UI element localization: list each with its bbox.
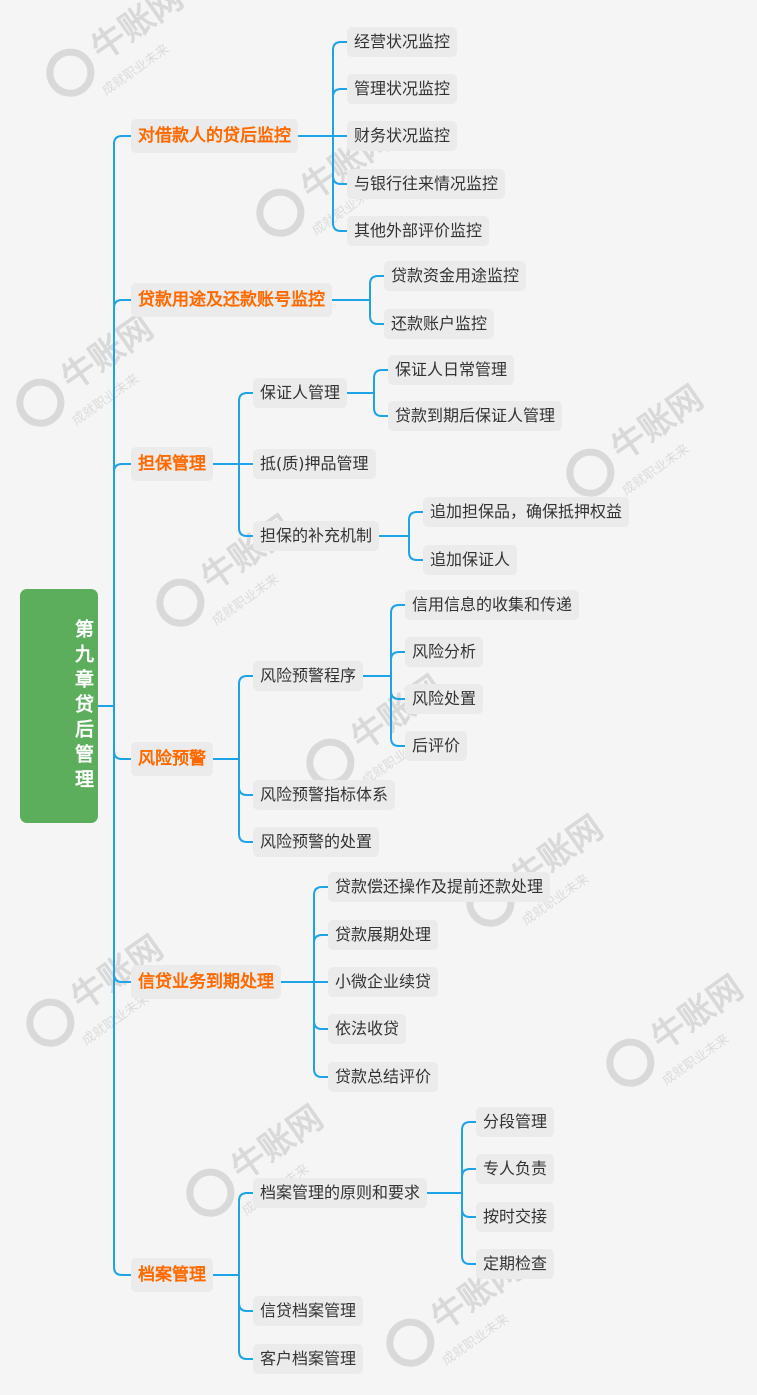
- node-repayment-operation[interactable]: 贷款偿还操作及提前还款处理: [328, 872, 551, 902]
- node-credit-archive[interactable]: 信贷档案管理: [253, 1296, 364, 1326]
- node-risk-warning-disposal[interactable]: 风险预警的处置: [253, 827, 380, 857]
- node-guarantor-management[interactable]: 保证人管理: [253, 378, 348, 408]
- node-fund-usage-monitoring[interactable]: 贷款资金用途监控: [384, 261, 527, 291]
- connector-n4a: [363, 604, 405, 747]
- node-segment-management[interactable]: 分段管理: [476, 1107, 555, 1137]
- node-risk-analysis[interactable]: 风险分析: [405, 637, 484, 667]
- connector-n3a: [347, 369, 388, 417]
- connector-n1: [298, 41, 347, 232]
- node-finance-monitoring[interactable]: 财务状况监控: [347, 121, 458, 151]
- connector-root: [98, 135, 131, 1276]
- node-loan-extension[interactable]: 贷款展期处理: [328, 920, 439, 950]
- node-customer-archive[interactable]: 客户档案管理: [253, 1344, 364, 1374]
- node-risk-handling[interactable]: 风险处置: [405, 684, 484, 714]
- topic-risk-warning[interactable]: 风险预警: [131, 742, 213, 776]
- node-add-collateral[interactable]: 追加担保品，确保抵押权益: [423, 497, 630, 527]
- topic-post-loan-monitoring[interactable]: 对借款人的贷后监控: [131, 119, 298, 153]
- node-repayment-account-monitoring[interactable]: 还款账户监控: [384, 309, 495, 339]
- node-guarantor-daily[interactable]: 保证人日常管理: [388, 355, 515, 385]
- node-small-business-renewal[interactable]: 小微企业续贷: [328, 967, 439, 997]
- node-external-evaluation[interactable]: 其他外部评价监控: [347, 216, 490, 246]
- connector-n4: [213, 675, 253, 843]
- node-regular-inspection[interactable]: 定期检查: [476, 1249, 555, 1279]
- topic-guarantee-management[interactable]: 担保管理: [131, 447, 213, 481]
- node-bank-relation-monitoring[interactable]: 与银行往来情况监控: [347, 169, 506, 199]
- node-add-guarantor[interactable]: 追加保证人: [423, 545, 518, 575]
- node-timely-handover[interactable]: 按时交接: [476, 1202, 555, 1232]
- node-collateral-management[interactable]: 抵(质)押品管理: [253, 449, 376, 479]
- node-legal-collection[interactable]: 依法收贷: [328, 1014, 407, 1044]
- node-guarantor-after-maturity[interactable]: 贷款到期后保证人管理: [388, 401, 563, 431]
- connector-n3: [213, 392, 253, 537]
- node-risk-indicator-system[interactable]: 风险预警指标体系: [253, 780, 396, 810]
- node-loan-summary-evaluation[interactable]: 贷款总结评价: [328, 1062, 439, 1092]
- node-archive-principles[interactable]: 档案管理的原则和要求: [253, 1178, 428, 1208]
- root-title: 第九章贷后管理: [72, 618, 94, 794]
- node-management-monitoring[interactable]: 管理状况监控: [347, 74, 458, 104]
- connector-n6: [213, 1192, 253, 1360]
- node-post-evaluation[interactable]: 后评价: [405, 731, 468, 761]
- node-risk-warning-procedure[interactable]: 风险预警程序: [253, 661, 364, 691]
- node-credit-info-collection[interactable]: 信用信息的收集和传递: [405, 590, 580, 620]
- connector-n2: [332, 275, 384, 325]
- topic-archive-management[interactable]: 档案管理: [131, 1258, 213, 1292]
- node-operation-monitoring[interactable]: 经营状况监控: [347, 27, 458, 57]
- node-dedicated-responsible[interactable]: 专人负责: [476, 1154, 555, 1184]
- node-guarantee-supplement[interactable]: 担保的补充机制: [253, 521, 380, 551]
- connector-n3c: [379, 511, 423, 561]
- connector-n5: [281, 886, 328, 1078]
- root-node[interactable]: 第九章贷后管理: [20, 589, 98, 823]
- connector-n6a: [427, 1121, 476, 1265]
- topic-loan-usage-monitoring[interactable]: 贷款用途及还款账号监控: [131, 283, 332, 317]
- topic-credit-maturity[interactable]: 信贷业务到期处理: [131, 965, 281, 999]
